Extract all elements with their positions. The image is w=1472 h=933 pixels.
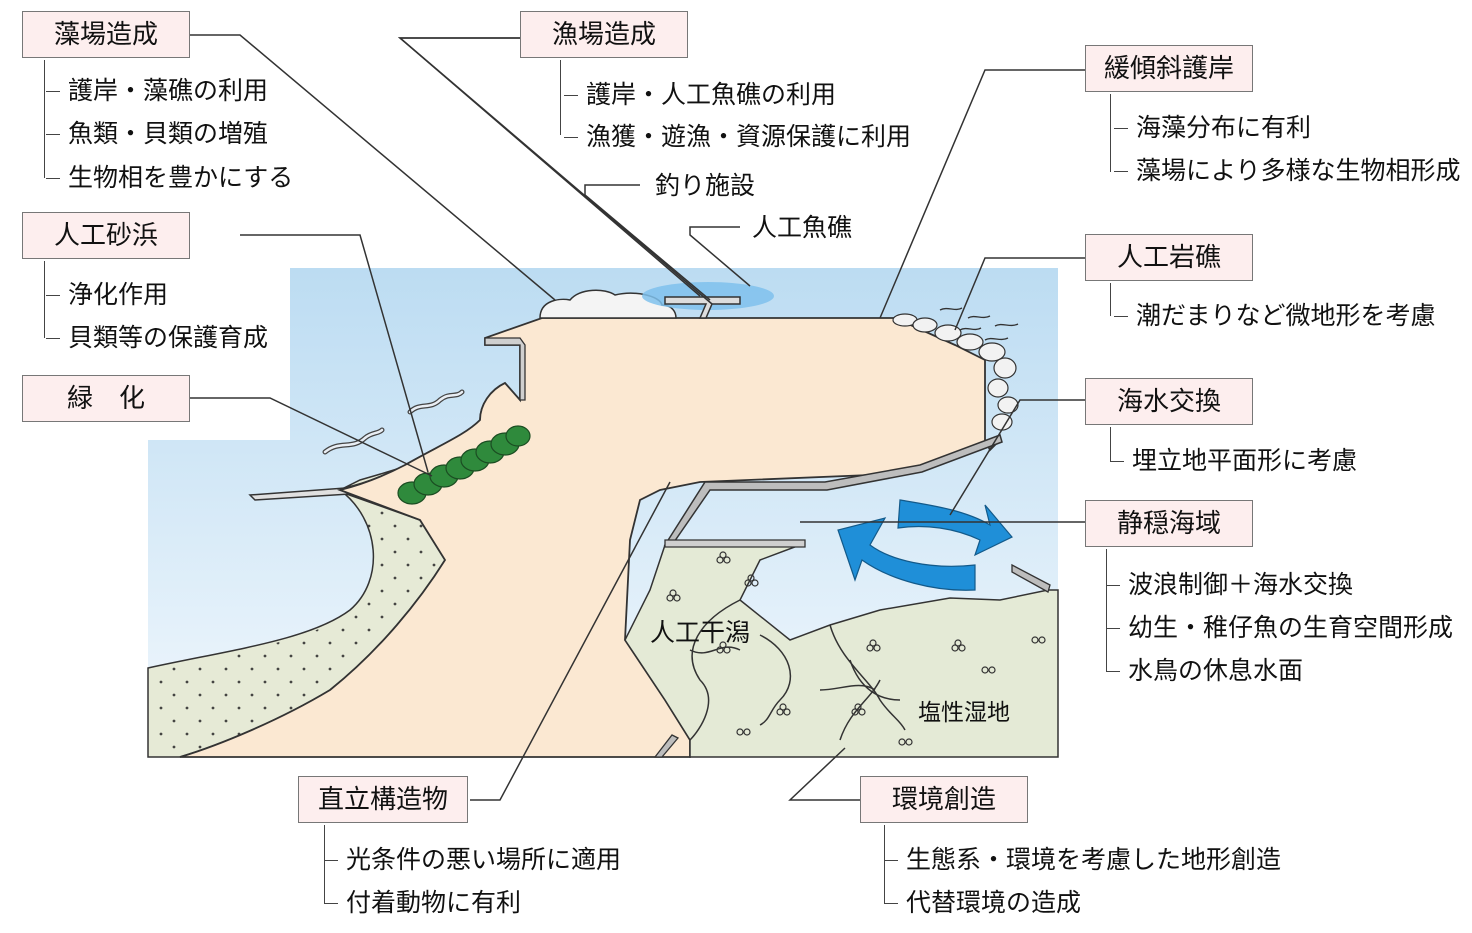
environment-creation-item-1: 生態系・環境を考慮した地形創造 — [906, 845, 1282, 874]
environment-creation-title: 環境創造 — [891, 784, 996, 815]
tree-branch — [564, 137, 578, 138]
wall-bottom — [653, 734, 680, 758]
tree-branch — [46, 91, 60, 92]
seawater-exchange-title: 海水交換 — [1116, 386, 1221, 417]
artificial-beach-box: 人工砂浜 — [22, 212, 190, 259]
fishing-ground-item-2: 漁獲・遊漁・資源保護に利用 — [586, 122, 912, 151]
artificial-reef-tree — [1110, 283, 1125, 316]
tree-branch — [1110, 461, 1124, 462]
seaweed-bed-item-2: 魚類・貝類の増殖 — [68, 119, 269, 148]
fishing-ground-box: 漁場造成 — [520, 11, 688, 58]
tidal-flat-edge-wall — [664, 539, 806, 548]
gentle-slope-item-1: 海藻分布に有利 — [1136, 113, 1312, 142]
vertical-structure-title: 直立構造物 — [317, 784, 448, 815]
tree-branch — [324, 903, 338, 904]
artificial-beach-item-2: 貝類等の保護育成 — [68, 323, 269, 352]
tree-branch — [1106, 585, 1120, 586]
seaweed-1-inner — [408, 390, 464, 414]
vertical-structure-tree — [324, 825, 339, 903]
environment-creation-item-2: 代替環境の造成 — [906, 888, 1082, 917]
fishing-pier — [664, 296, 741, 319]
tree-branch — [46, 295, 60, 296]
vertical-structure-item-2: 付着動物に有利 — [346, 888, 522, 917]
seaweed-bed-title: 藻場造成 — [53, 19, 158, 50]
vertical-structure-item-1: 光条件の悪い場所に適用 — [346, 845, 622, 874]
leader-lines — [190, 34, 1085, 801]
artificial-reef-item-1: 潮だまりなど微地形を考慮 — [1136, 301, 1436, 330]
gentle-slope-title: 緩傾斜護岸 — [1103, 53, 1234, 84]
fishing-ground-title: 漁場造成 — [551, 19, 656, 50]
tree-branch — [324, 860, 338, 861]
tree-row — [397, 425, 531, 505]
calm-waters-item-3: 水鳥の休息水面 — [1128, 656, 1304, 685]
tree-branch — [46, 338, 60, 339]
environment-creation-tree — [884, 825, 899, 903]
seaweed-bed-box: 藻場造成 — [22, 11, 190, 58]
marsh-plants — [666, 551, 1046, 746]
circulation-arrow-lower — [837, 517, 976, 591]
tree-branch — [884, 903, 898, 904]
calm-waters-title: 静穏海域 — [1116, 508, 1221, 539]
calm-waters-tree — [1106, 549, 1121, 671]
seawater-exchange-tree — [1110, 427, 1125, 461]
gentle-slope-tree — [1110, 94, 1125, 172]
tree-branch — [1114, 171, 1128, 172]
seaweed-2-inner — [323, 428, 384, 454]
environment-creation-box: 環境創造 — [860, 776, 1028, 823]
tree-branch — [884, 860, 898, 861]
greening-box: 緑 化 — [22, 375, 190, 422]
greening-title: 緑 化 — [66, 383, 145, 414]
calm-waters-item-2: 幼生・稚仔魚の生育空間形成 — [1128, 613, 1454, 642]
tree-branch — [564, 95, 578, 96]
artificial-beach-title: 人工砂浜 — [53, 220, 158, 251]
tree-branch — [1114, 128, 1128, 129]
artificial-beach-item-1: 浄化作用 — [68, 280, 169, 309]
breakwater-east — [1011, 563, 1051, 593]
gentle-slope-item-2: 藻場により多様な生物相形成 — [1136, 156, 1461, 185]
circulation-arrow-upper — [897, 499, 1013, 557]
tree-branch — [1114, 316, 1128, 317]
fishing-ground-item-1: 護岸・人工魚礁の利用 — [586, 80, 837, 109]
seawater-exchange-item-1: 埋立地平面形に考慮 — [1132, 446, 1358, 475]
seaweed-bed-item-1: 護岸・藻礁の利用 — [68, 76, 269, 105]
fishing-facility-label: 釣り施設 — [655, 171, 756, 200]
vertical-quay-wall — [663, 434, 1003, 546]
tree-branch — [46, 134, 60, 135]
wave-marks — [939, 307, 1019, 341]
fishing-ground-tree — [560, 60, 575, 135]
creek-lines — [689, 599, 906, 741]
salt-marsh-label: 塩性湿地 — [918, 700, 1010, 726]
calm-waters-box: 静穏海域 — [1085, 500, 1253, 547]
tree-branch — [46, 178, 60, 179]
artificial-fish-reef-label: 人工魚礁 — [752, 213, 853, 242]
quay-wall-nw — [484, 337, 526, 401]
seawall-rocks — [539, 289, 677, 319]
seaweed-bed-item-3: 生物相を豊かにする — [68, 163, 294, 192]
gentle-slope-box: 緩傾斜護岸 — [1085, 45, 1253, 92]
tree-branch — [1106, 628, 1120, 629]
artificial-reef-title: 人工岩礁 — [1116, 242, 1221, 273]
artificial-reef-box: 人工岩礁 — [1085, 234, 1253, 281]
artificial-rocks — [892, 313, 1019, 431]
artificial-tidal-flat-label: 人工干潟 — [650, 618, 751, 647]
seaweed-bed-tree — [44, 60, 59, 178]
vertical-structure-box: 直立構造物 — [298, 776, 468, 823]
tree-branch — [1106, 671, 1120, 672]
seawater-exchange-box: 海水交換 — [1085, 378, 1253, 425]
artificial-beach-tree — [44, 261, 59, 338]
calm-waters-item-1: 波浪制御＋海水交換 — [1128, 570, 1354, 599]
